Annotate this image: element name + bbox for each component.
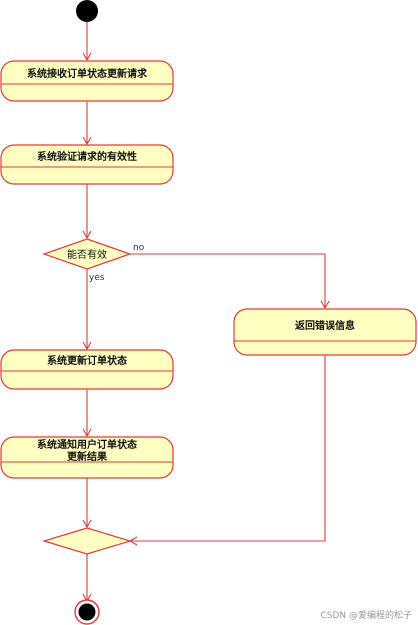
start-node xyxy=(76,0,98,22)
activity-receive-request-label: 系统接收订单状态更新请求 xyxy=(27,67,148,80)
activity-update-status[interactable]: 系统更新订单状态 xyxy=(0,349,174,390)
flow-decision-no xyxy=(130,253,326,308)
end-node xyxy=(74,599,100,625)
watermark: CSDN @爱编程的松子 xyxy=(320,609,412,621)
yes-label: yes xyxy=(89,273,105,283)
activity-update-status-label: 系统更新订单状态 xyxy=(47,354,127,367)
flow-error-to-merge xyxy=(130,355,326,542)
merge-node[interactable] xyxy=(41,527,133,555)
arrowhead xyxy=(82,230,92,240)
arrowhead xyxy=(82,519,92,529)
activity-return-error-label: 返回错误信息 xyxy=(295,319,355,332)
decision-valid[interactable]: 能否有效 xyxy=(42,238,132,270)
activity-return-error[interactable]: 返回错误信息 xyxy=(233,308,417,356)
arrowhead xyxy=(82,341,92,351)
arrowhead xyxy=(320,300,330,310)
arrowhead xyxy=(82,136,92,146)
activity-notify-user-label-line2: 更新结果 xyxy=(67,450,108,463)
arrowhead xyxy=(82,52,92,62)
activity-receive-request[interactable]: 系统接收订单状态更新请求 xyxy=(0,60,174,102)
activity-validate-request-label: 系统验证请求的有效性 xyxy=(37,150,137,163)
activity-notify-user-label-line1: 系统通知用户订单状态 xyxy=(37,438,137,451)
no-label: no xyxy=(133,243,145,253)
arrowhead xyxy=(82,428,92,438)
activity-notify-user[interactable]: 系统通知用户订单状态 更新结果 xyxy=(0,436,174,479)
decision-label: 能否有效 xyxy=(67,248,107,261)
activity-validate-request[interactable]: 系统验证请求的有效性 xyxy=(0,144,174,185)
